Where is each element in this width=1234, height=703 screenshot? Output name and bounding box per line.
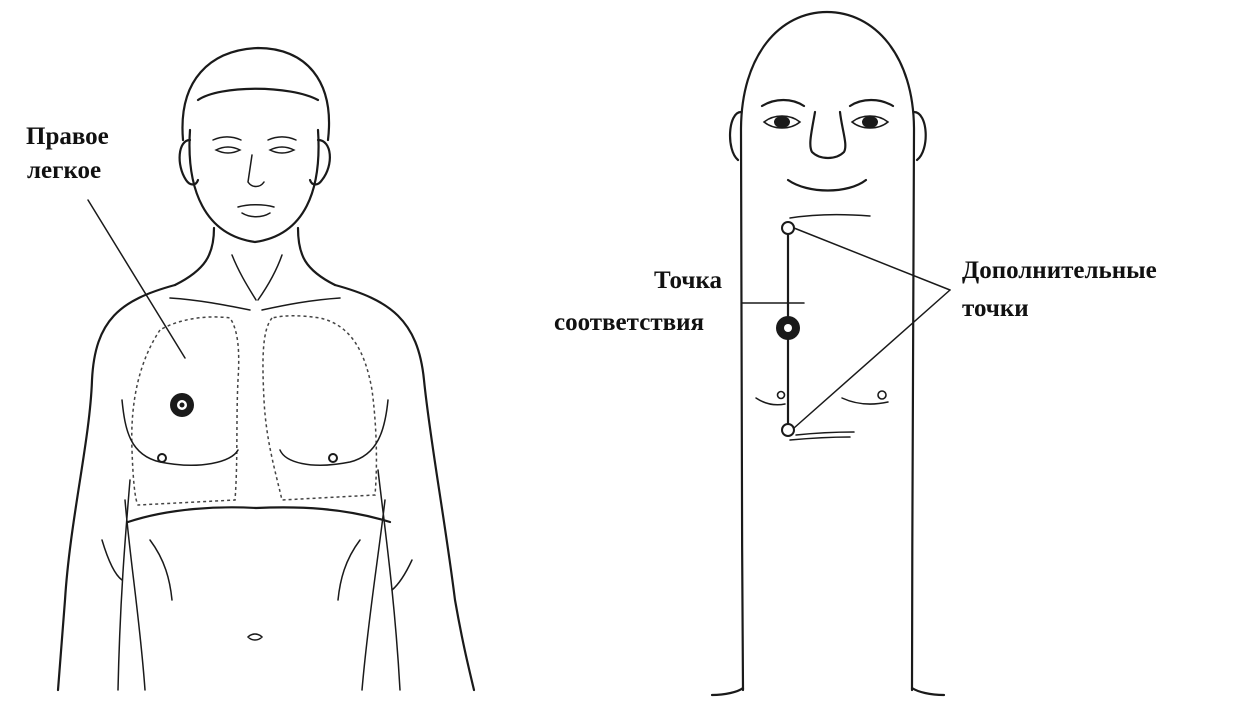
additional-points-label-line1: Дополнительные [962, 256, 1157, 286]
correspondence-label-line1: Точка [654, 266, 722, 296]
correspondence-label-line2: соответствия [554, 308, 704, 338]
additional-points-label-line2: точки [962, 294, 1029, 324]
right-lung-label-line2: легкое [27, 156, 101, 186]
right-lung-label-line1: Правое [26, 122, 109, 152]
